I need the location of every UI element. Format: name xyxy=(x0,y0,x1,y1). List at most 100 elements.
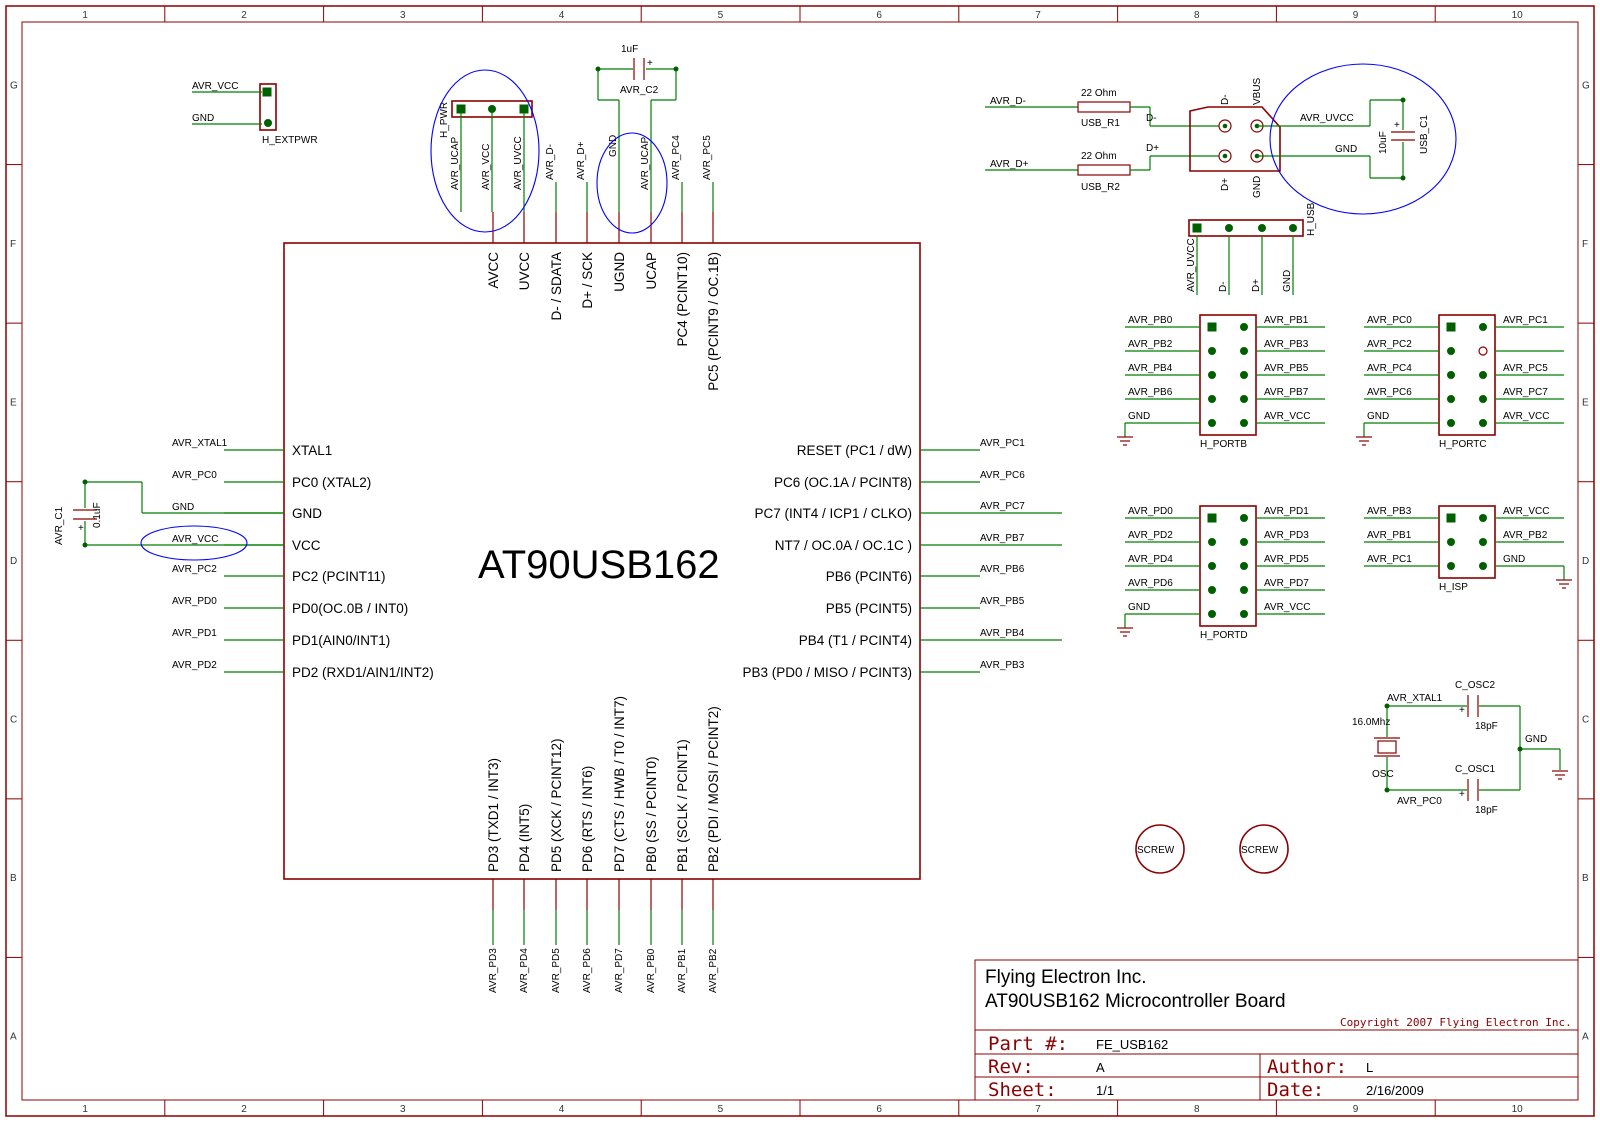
ext-power-net-gnd: GND xyxy=(192,113,214,124)
chip-left-pin-6: PD1(AIN0/INT1) xyxy=(292,633,390,648)
h-portb-right-0: AVR_PB1 xyxy=(1264,315,1309,326)
h-portc-left-2: AVR_PC4 xyxy=(1367,363,1412,374)
chip-right-net-1: AVR_PC6 xyxy=(980,470,1025,481)
annotation-oval-vcc xyxy=(140,525,248,561)
usb-r1-out: D- xyxy=(1146,113,1157,124)
chip-top-pin-6: PC4 (PCINT10) xyxy=(675,252,690,347)
chip-bottom-net-4: AVR_PD7 xyxy=(614,948,625,993)
frame-col-bottom-10: 10 xyxy=(1512,1104,1524,1115)
chip-top-pin-3: D+ / SCK xyxy=(580,252,595,309)
usb-uvcc-net: AVR_UVCC xyxy=(1300,113,1354,124)
frame-row-left-C: C xyxy=(10,715,17,726)
h-isp-left-2: AVR_PC1 xyxy=(1367,554,1412,565)
usb-gnd-net: GND xyxy=(1335,144,1357,155)
h-portd-left-3: AVR_PD6 xyxy=(1128,578,1173,589)
chip-right-net-2: AVR_PC7 xyxy=(980,501,1025,512)
chip-bottom-pin-2: PD5 (XCK / PCINT12) xyxy=(549,738,564,872)
osc-c1-value: 18pF xyxy=(1475,805,1498,816)
h-portc-right-3: AVR_PC7 xyxy=(1503,387,1548,398)
chip-top-pin-5: UCAP xyxy=(644,252,659,290)
frame-col-top-6: 6 xyxy=(876,10,882,21)
frame-col-bottom-6: 6 xyxy=(876,1104,882,1115)
tb-date: 2/16/2009 xyxy=(1366,1083,1424,1098)
chip-left-pin-3: VCC xyxy=(292,538,321,553)
h-portc-left-0: AVR_PC0 xyxy=(1367,315,1412,326)
chip-top-net-5: AVR_UCAP xyxy=(640,137,651,190)
tb-rev: A xyxy=(1096,1060,1105,1075)
chip-bottom-net-1: AVR_PD4 xyxy=(519,948,530,993)
frame-row-right-B: B xyxy=(1582,873,1589,884)
chip-right-pin-0: RESET (PC1 / dW) xyxy=(797,443,912,458)
usb-header-net-dm: D- xyxy=(1218,281,1229,292)
chip-top-pin-7: PC5 (PCINT9 / OC.1B) xyxy=(706,252,721,391)
chip-bottom-pin-4: PD7 (CTS / HWB / T0 / INT7) xyxy=(612,696,627,872)
frame-row-right-E: E xyxy=(1582,397,1589,408)
h-isp-right-2: GND xyxy=(1503,554,1525,565)
osc-name: OSC xyxy=(1372,769,1394,780)
chip-bottom-pin-5: PB0 (SS / PCINT0) xyxy=(644,756,659,872)
svg-text:+: + xyxy=(647,58,653,69)
chip-body xyxy=(283,242,921,880)
h-portc-right-0: AVR_PC1 xyxy=(1503,315,1548,326)
usb-r1-name: USB_R1 xyxy=(1081,118,1120,129)
chip-left-pin-0: XTAL1 xyxy=(292,443,332,458)
screw-2-label: SCREW xyxy=(1241,845,1279,856)
frame-col-bottom-8: 8 xyxy=(1194,1104,1200,1115)
h-portd-left-2: AVR_PD4 xyxy=(1128,554,1173,565)
osc-c2-value: 18pF xyxy=(1475,721,1498,732)
ground-symbol xyxy=(1552,770,1568,780)
chip-top-net-7: AVR_PC5 xyxy=(702,135,713,180)
usb-r1-value: 22 Ohm xyxy=(1081,88,1117,99)
h-isp-right-0: AVR_VCC xyxy=(1503,506,1550,517)
tb-rev-label: Rev: xyxy=(988,1056,1034,1078)
usb-pin-dm: D- xyxy=(1220,94,1231,105)
h-portb-right-3: AVR_PB7 xyxy=(1264,387,1309,398)
chip-left-net-3: AVR_VCC xyxy=(172,534,219,545)
chip-bottom-pin-1: PD4 (INT5) xyxy=(517,804,532,872)
svg-text:+: + xyxy=(1459,789,1465,800)
h-portb-right-2: AVR_PB5 xyxy=(1264,363,1309,374)
tb-author-label: Author: xyxy=(1267,1056,1347,1078)
svg-text:+: + xyxy=(1394,120,1400,131)
frame-col-top-3: 3 xyxy=(400,10,406,21)
chip-top-pin-2: D- / SDATA xyxy=(549,252,564,321)
osc-gnd: GND xyxy=(1525,734,1547,745)
screw-2: SCREW xyxy=(1239,824,1289,874)
cap-avr-c2: + 1uF AVR_C2 xyxy=(595,44,679,234)
usb-header xyxy=(1188,219,1304,237)
svg-text:+: + xyxy=(78,523,84,534)
h-portd-left-1: AVR_PD2 xyxy=(1128,530,1173,541)
usb-header-net-uvcc: AVR_UVCC xyxy=(1186,238,1197,292)
chip-left-net-0: AVR_XTAL1 xyxy=(172,438,228,449)
chip-bottom-net-7: AVR_PB2 xyxy=(708,948,719,993)
frame-col-bottom-9: 9 xyxy=(1353,1104,1359,1115)
screw-1-label: SCREW xyxy=(1137,845,1175,856)
frame-col-bottom-7: 7 xyxy=(1035,1104,1041,1115)
chip-bottom-pin-7: PB2 (PDI / MOSI / PCINT2) xyxy=(706,706,721,872)
h-portd-right-1: AVR_PD3 xyxy=(1264,530,1309,541)
chip-right-net-6: AVR_PB4 xyxy=(980,628,1025,639)
h-portb-right-4: AVR_VCC xyxy=(1264,411,1311,422)
usb-r2-name: USB_R2 xyxy=(1081,182,1120,193)
chip-left-pin-1: PC0 (XTAL2) xyxy=(292,475,371,490)
usb-connector xyxy=(1189,106,1281,172)
usb-pin-dp: D+ xyxy=(1220,178,1231,191)
chip-top-pin-4: UGND xyxy=(612,252,627,292)
resistor-usb-r1 xyxy=(1077,101,1131,113)
chip-right-net-4: AVR_PB6 xyxy=(980,564,1025,575)
chip-top-pin-0: AVCC xyxy=(486,252,501,289)
ext-power-header: AVR_VCC GND H_EXTPWR xyxy=(192,81,318,146)
usb-cap-value: 10uF xyxy=(1378,131,1389,154)
frame-col-bottom-3: 3 xyxy=(400,1104,406,1115)
tb-sheet-label: Sheet: xyxy=(988,1079,1057,1101)
h-isp-right-1: AVR_PB2 xyxy=(1503,530,1548,541)
power-header: H_PWR AVR_UCAP AVR_VCC AVR_UVCC xyxy=(430,69,540,233)
chip-left-net-6: AVR_PD1 xyxy=(172,628,217,639)
chip-name: AT90USB162 xyxy=(478,543,720,587)
frame-col-top-4: 4 xyxy=(559,10,565,21)
chip-left-net-4: AVR_PC2 xyxy=(172,564,217,575)
frame-col-top-8: 8 xyxy=(1194,10,1200,21)
power-header-net-ucap: AVR_UCAP xyxy=(450,137,461,190)
